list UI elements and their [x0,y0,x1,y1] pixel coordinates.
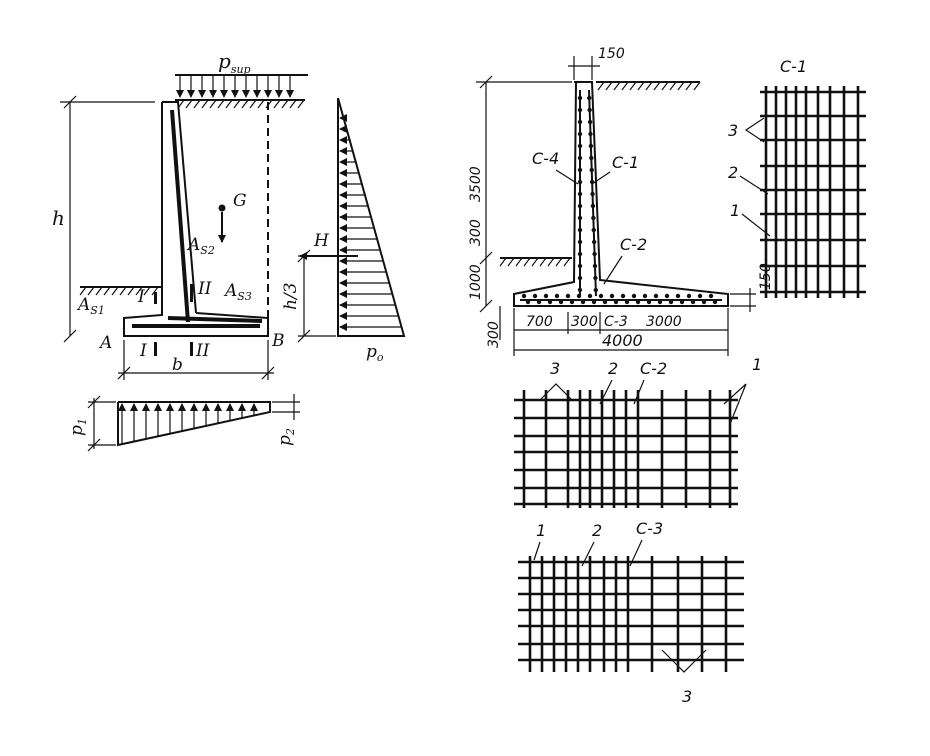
h-resultant: H h/3 [281,231,358,343]
mesh-c1-num1: 1 [730,201,740,220]
mesh-c1-title: C-1 [780,57,807,76]
as2-label: AS2 [186,235,215,257]
section-i-bottom: I [139,341,147,361]
b-dimension: b [117,340,275,380]
mesh-c3-num3: 3 [682,687,692,706]
wall-outline [79,100,269,337]
mesh-c2: 3 2 C-2 1 [514,355,762,508]
p-sup-label: psup [218,49,251,76]
mesh-c3-num2: 2 [592,521,602,540]
p2-label: p2 [275,428,297,446]
surcharge-load: psup [175,49,308,109]
mesh-c2-num3: 3 [550,359,560,378]
mesh-c1-num2: 2 [728,163,738,182]
mesh-c1-num3: 3 [728,121,738,140]
label-c2: C-2 [620,235,647,254]
reinforcement-bars [132,109,263,328]
mesh-c2-num2: 2 [608,359,618,378]
as1-label: AS1 [76,295,105,317]
mesh-c3-title: C-3 [636,519,663,538]
mesh-c2-title: C-2 [640,359,667,378]
mesh-c2-num1: 1 [752,355,762,374]
h-label: h [52,206,65,230]
height-dimension: h [52,95,155,343]
weight-g: G [218,191,247,243]
dim-1000: 1000 [468,264,484,300]
p1-label: p1 [67,418,89,436]
b-label: b [172,355,183,375]
dim-4000: 4000 [602,331,643,350]
dim-c3: C-3 [604,314,628,330]
as2-bar [170,109,190,323]
mesh-c1: C-1 3 2 1 [728,57,866,298]
base-pressure-diagram: p1 p2 [67,394,300,452]
earth-pressure-diagram: po [337,97,406,364]
g-label: G [233,191,247,211]
point-a-label: A [98,333,112,353]
reinforced-wall-section: 3500 300 1000 300 150 150 700 300 C-3 30… [468,46,774,356]
dim-3000: 3000 [646,314,682,330]
as3-bar [167,316,263,323]
dim-700: 700 [526,314,553,330]
section-ii-top: II [197,279,212,299]
section-ii-bottom: II [195,341,210,361]
mesh-c3: 1 2 C-3 3 [518,519,744,706]
dim-300-base: 300 [486,321,502,348]
h-third-label: h/3 [281,283,301,311]
as3-label: AS3 [223,281,252,303]
label-c4: C-4 [532,149,559,168]
dim-150-top: 150 [598,46,625,62]
label-c1: C-1 [612,153,639,172]
dim-300-wall: 300 [468,219,484,246]
p0-label: po [366,342,384,364]
dim-300-mid: 300 [571,314,598,330]
h-force-label: H [313,231,330,251]
mesh-c3-num1: 1 [536,521,546,540]
dim-3500: 3500 [468,166,484,202]
left-wall-scheme: psup h AS2 AS3 [52,49,406,452]
point-b-label: B [271,331,285,351]
section-i-top: I [137,287,145,307]
